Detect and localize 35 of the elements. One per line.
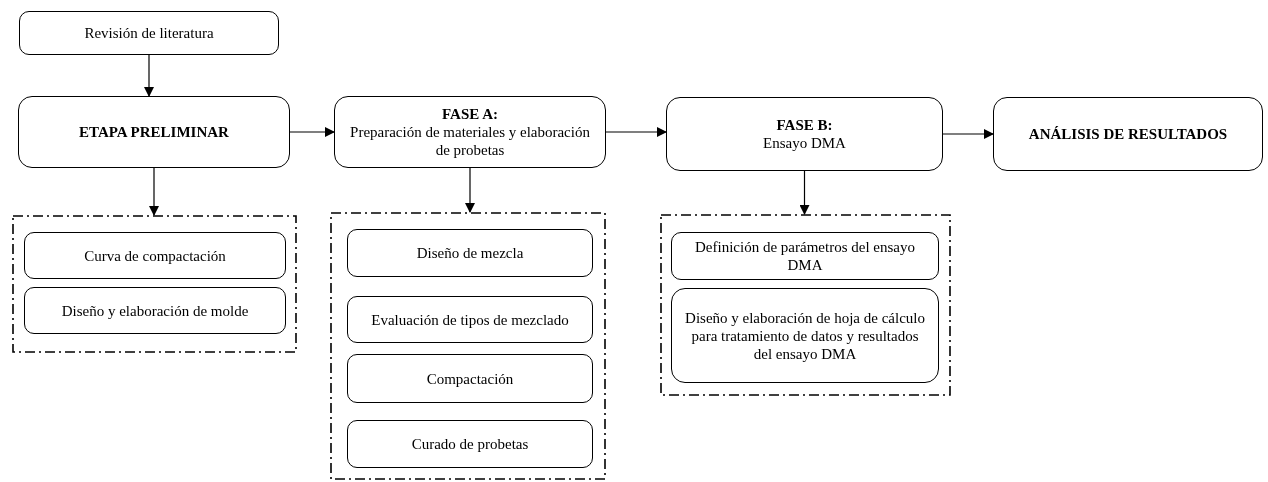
process-box (671, 232, 939, 280)
box-text: Revisión de literatura (84, 24, 214, 42)
box-heading: FASE B: (776, 116, 833, 134)
box-text: Ensayo DMA (763, 134, 846, 152)
box-text: ANÁLISIS DE RESULTADOS (1028, 125, 1228, 143)
arrow (144, 54, 154, 97)
process-box (671, 288, 939, 383)
process-box (347, 354, 593, 403)
box-text: ETAPA PRELIMINAR (79, 123, 229, 141)
arrow (149, 167, 159, 216)
box-text: Diseño de mezcla (416, 244, 524, 262)
process-box (347, 420, 593, 468)
process-box (24, 287, 286, 334)
arrow (289, 127, 335, 137)
box-text: Diseño y elaboración de molde (61, 301, 249, 320)
process-box (347, 296, 593, 343)
process-box (18, 96, 290, 168)
box-text: Curado de probetas (411, 435, 529, 453)
process-box (24, 232, 286, 279)
box-text: Definición de parámetros del ensayo DMA (694, 238, 916, 274)
process-box (19, 11, 279, 55)
box-heading: FASE A: (442, 105, 498, 123)
process-box (993, 97, 1263, 171)
arrow (799, 170, 810, 215)
process-box (334, 96, 606, 168)
arrow (605, 127, 667, 137)
box-text: Evaluación de tipos de mezclado (371, 310, 569, 329)
box-text: Diseño y elaboración de hoja de cálculo para tratamiento de datos y resultados del ensayo DMA (684, 308, 926, 363)
arrow (942, 129, 994, 139)
process-box (666, 97, 943, 171)
box-text: Compactación (426, 369, 514, 388)
box-text: Curva de compactación (84, 246, 226, 265)
process-box (347, 229, 593, 277)
arrow (465, 167, 475, 213)
box-text: Preparación de materiales y elaboración de probetas (349, 123, 591, 159)
